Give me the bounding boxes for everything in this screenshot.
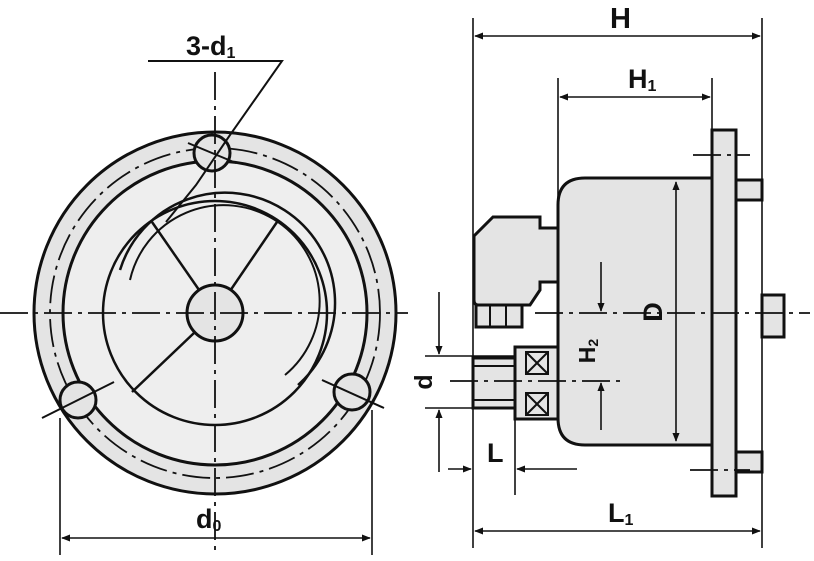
gauge-case [556, 176, 714, 447]
body-width-label: H1 [628, 64, 657, 95]
side-view [425, 18, 810, 548]
front-view [0, 60, 408, 555]
bolt-hole-leader [148, 60, 284, 223]
electrical-connector [472, 215, 560, 307]
fitting-seal-top [525, 351, 549, 375]
total-length-label: L1 [608, 498, 634, 529]
connector-gland [474, 303, 524, 329]
bolt-hole-right [332, 372, 372, 412]
scale-arc [118, 191, 337, 386]
flange-step-top [734, 178, 764, 202]
thread-diameter-label: d [410, 374, 438, 389]
offset-label: H2 [574, 339, 601, 364]
flange-step-bottom [734, 450, 764, 474]
overall-width-label: H [610, 3, 631, 35]
bolt-holes-label: 3-d1 [186, 31, 236, 62]
bolt-circle-label: d0 [196, 504, 222, 535]
fitting-seal-bottom [525, 392, 549, 416]
process-fitting [513, 345, 560, 421]
diameter-label: D [638, 302, 668, 322]
thread-length-label: L [487, 438, 504, 468]
scale-arc-inner [129, 204, 321, 376]
rear-stub [760, 293, 786, 339]
